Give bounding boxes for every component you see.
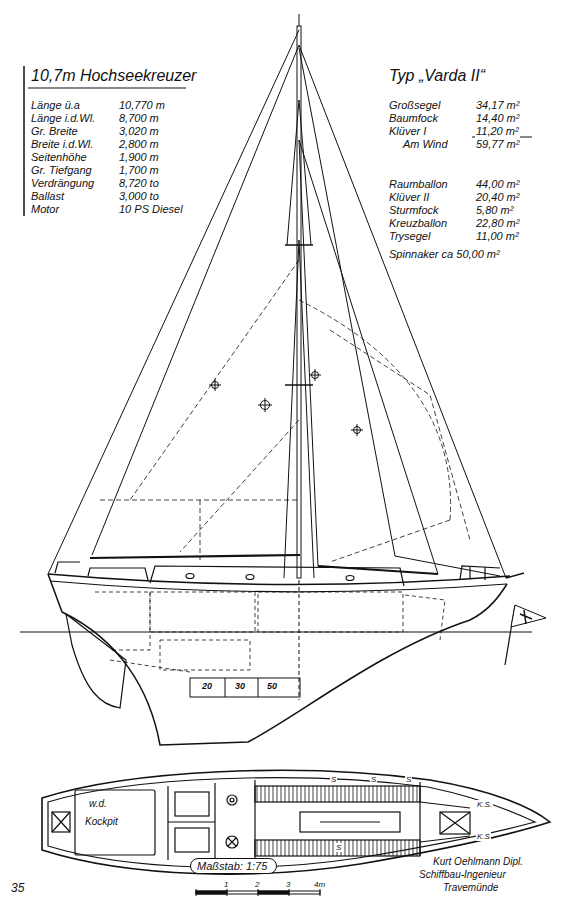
rigging <box>48 14 506 700</box>
spec-text: Gr. Tiefgang <box>30 164 93 177</box>
scale-number: 4m <box>313 880 326 889</box>
spec-text: Verdrängung <box>30 177 95 190</box>
mast <box>297 26 301 578</box>
spec-text: 10,770 m <box>118 99 166 112</box>
spec-text: Länge i.d.Wl. <box>30 112 96 125</box>
club-flag <box>505 605 546 665</box>
page-number: 35 <box>10 882 25 896</box>
spec-text: Länge ü.a <box>30 99 81 112</box>
scale-number: 1 <box>223 880 229 889</box>
heading-rules <box>24 66 532 216</box>
sail-area: Klüver I <box>388 125 427 138</box>
hull-profile <box>20 562 532 745</box>
plan-label: K.S <box>476 832 491 841</box>
designer-signature: Schiffbau-Ingenieur <box>418 869 507 881</box>
sail-area: Trysegel <box>388 230 431 243</box>
tank-number: 30 <box>234 681 246 691</box>
tanks <box>190 678 300 697</box>
scale-number: 2 <box>254 880 260 889</box>
spec-text: Breite i.d.Wl. <box>30 138 94 151</box>
sail-area: 5,80 m² <box>475 204 514 217</box>
spec-text: 1,900 m <box>118 151 160 164</box>
scale-title: Maßstab: 1:75 <box>197 860 270 872</box>
plan-label: S <box>335 843 342 852</box>
jib-leech <box>299 48 395 556</box>
tank-number: 20 <box>201 681 213 691</box>
sail-area: Raumballon <box>388 178 449 191</box>
plan-label: w.d. <box>88 798 108 810</box>
interior-dashed <box>95 592 445 672</box>
sail-area: Großsegel <box>388 99 441 112</box>
sail-area: Baumfock <box>388 112 439 125</box>
spec-text: 1,700 m <box>118 164 160 177</box>
spec-text: 10 PS Diesel <box>118 203 184 216</box>
plan-label: K.S. <box>476 800 493 809</box>
sail-area: 11,00 m² <box>475 230 520 243</box>
plan-label: S <box>370 775 377 784</box>
scale-box: Maßstab: 1:75 <box>190 858 277 874</box>
main-boom <box>90 555 300 558</box>
sail-area: 34,17 m² <box>475 99 520 112</box>
plan-label: S <box>330 775 337 784</box>
sail-area: 20,40 m² <box>475 191 520 204</box>
drawing-title: 10,7m Hochseekreuzer <box>30 67 197 85</box>
spec-text: Motor <box>30 203 60 216</box>
sail-area: Sturmfock <box>388 204 440 217</box>
spec-text: Gr. Breite <box>30 125 79 138</box>
spec-text: 2,800 m <box>118 138 160 151</box>
tank-number: 50 <box>266 681 278 691</box>
staysail-leech <box>299 140 318 566</box>
plan-label: Kockpit <box>84 816 119 828</box>
sail-area: Klüver II <box>388 191 430 204</box>
sail-area: Kreuzballon <box>388 217 448 230</box>
light-sails-dashed <box>100 260 470 562</box>
spec-text: Seitenhöhe <box>30 151 88 164</box>
sail-area: Spinnaker ca 50,00 m² <box>388 248 501 261</box>
plan-label: S <box>405 775 412 784</box>
type-name: Typ „Varda II“ <box>388 67 486 85</box>
spec-text: 3,020 m <box>118 125 160 138</box>
sail-area: 59,77 m² <box>475 138 520 151</box>
jib-foot <box>395 556 500 576</box>
spec-text: 8,720 to <box>118 177 160 190</box>
sail-area: 22,80 m² <box>475 217 520 230</box>
deckhouse <box>150 566 404 586</box>
sail-area: 14,40 m² <box>475 112 520 125</box>
sail-area: Am Wind <box>402 138 449 151</box>
mainsail-leech <box>92 45 299 555</box>
spec-text: Ballast <box>30 190 65 203</box>
scale-bar <box>196 889 320 896</box>
spec-text: 8,700 m <box>118 112 160 125</box>
deck-plan <box>42 770 550 874</box>
sail-marks <box>209 369 363 436</box>
sail-area: 44,00 m² <box>475 178 520 191</box>
sail-area: 11,20 m² <box>475 125 520 138</box>
spec-text: 3,000 to <box>118 190 160 203</box>
scale-number: 3 <box>285 880 291 889</box>
designer-signature: Kurt Oehlmann Dipl. <box>432 856 524 868</box>
designer-signature: Travemünde <box>442 882 499 894</box>
